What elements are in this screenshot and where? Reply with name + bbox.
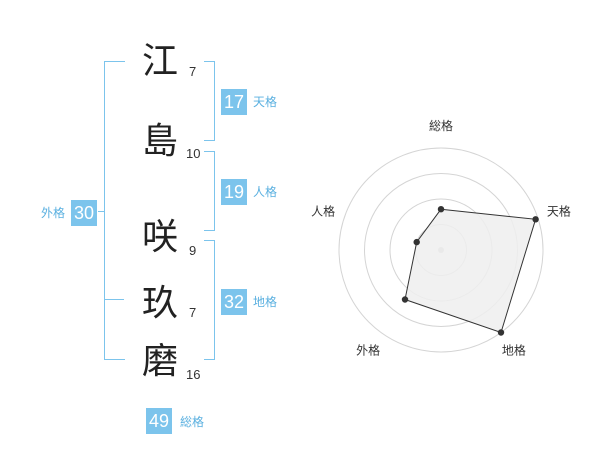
jinkaku-value-badge: 19 (221, 179, 248, 205)
stroke-count-4: 7 (189, 305, 197, 320)
tenkaku-label: 天格 (253, 95, 278, 109)
name-char-2: 島 (141, 121, 178, 162)
stroke-count-5: 16 (186, 367, 201, 382)
gaikaku-bracket (104, 61, 125, 360)
radar-point-5 (413, 238, 420, 246)
chikaku-label: 地格 (253, 295, 278, 309)
gaikaku-connector (98, 211, 105, 212)
tenkaku-value-badge: 17 (221, 89, 248, 115)
radar-axis-label-4: 外格 (356, 342, 380, 357)
chikaku-bracket (204, 240, 215, 360)
radar-axis-label-1: 総格 (429, 118, 453, 133)
radar-axis-label-3: 地格 (502, 342, 526, 357)
radar-axis-label-5: 人格 (311, 204, 335, 219)
radar-point-1 (437, 206, 445, 213)
gaikaku-value-badge: 30 (71, 200, 98, 226)
stroke-count-2: 10 (186, 146, 201, 161)
stroke-count-1: 7 (189, 64, 197, 79)
soukaku-label: 総格 (180, 415, 205, 429)
gaikaku-bracket-tick (104, 299, 124, 300)
radar-ring-4 (338, 147, 544, 353)
chikaku-value-badge: 32 (221, 289, 248, 315)
gaikaku-label: 外格 (41, 206, 66, 220)
radar-data-polygon (404, 208, 537, 334)
name-char-4: 玖 (141, 283, 178, 324)
radar-point-4 (401, 296, 409, 303)
radar-point-3 (497, 329, 505, 336)
name-char-5: 磨 (141, 341, 178, 382)
name-char-3: 咲 (141, 217, 178, 258)
radar-point-2 (532, 216, 539, 223)
soukaku-value-badge: 49 (146, 408, 173, 434)
stroke-count-3: 9 (189, 243, 197, 258)
jinkaku-label: 人格 (253, 185, 278, 199)
name-char-1: 江 (141, 41, 178, 82)
tenkaku-bracket (204, 61, 215, 141)
jinkaku-bracket (204, 151, 215, 231)
radar-axis-label-2: 天格 (547, 204, 571, 219)
